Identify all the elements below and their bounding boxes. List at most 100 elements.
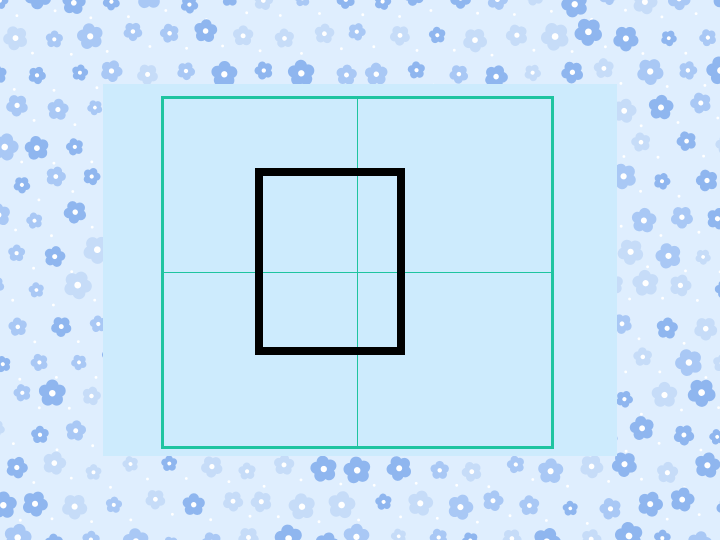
dot-decoration: [452, 48, 456, 52]
dot-decoration: [619, 224, 623, 228]
dot-decoration: [414, 481, 418, 485]
flower-decoration: [382, 450, 417, 486]
flower-decoration: [59, 266, 97, 303]
dot-decoration: [429, 9, 433, 12]
flower-decoration: [345, 20, 369, 43]
flower-decoration: [63, 134, 87, 159]
dot-decoration: [31, 51, 34, 55]
dot-decoration: [658, 370, 662, 374]
flower-decoration: [504, 452, 528, 477]
dot-decoration: [146, 477, 149, 481]
flower-decoration: [517, 492, 543, 519]
dot-decoration: [682, 341, 686, 345]
flower-decoration: [157, 20, 183, 46]
dot-decoration: [435, 516, 439, 520]
flower-decoration: [667, 201, 698, 232]
dot-decoration: [684, 51, 688, 55]
flower-decoration: [40, 448, 69, 477]
dot-decoration: [90, 225, 94, 229]
dot-decoration: [37, 406, 41, 410]
dot-decoration: [656, 155, 660, 159]
flower-decoration: [628, 129, 655, 155]
dot-decoration: [646, 265, 649, 269]
dot-decoration: [677, 194, 681, 198]
flower-decoration: [0, 353, 15, 375]
dot-decoration: [276, 515, 280, 519]
dot-decoration: [361, 13, 365, 17]
flower-decoration: [210, 60, 238, 87]
flower-decoration: [21, 131, 54, 164]
flower-decoration: [78, 230, 117, 269]
dot-decoration: [637, 337, 641, 341]
dot-decoration: [318, 12, 321, 15]
flower-decoration: [219, 487, 247, 515]
dot-decoration: [697, 513, 701, 516]
flower-decoration: [444, 490, 477, 523]
dot-decoration: [716, 116, 720, 120]
dot-decoration: [339, 482, 343, 486]
flower-decoration: [10, 173, 34, 196]
flower-decoration: [676, 58, 700, 82]
flower-decoration: [307, 451, 342, 487]
flower-decoration: [362, 59, 392, 89]
flower-decoration: [690, 312, 720, 344]
dot-decoration: [50, 517, 54, 521]
dot-decoration: [684, 269, 687, 273]
dot-decoration: [12, 442, 15, 445]
dot-decoration: [11, 298, 15, 302]
dot-decoration: [566, 484, 569, 488]
flower-decoration: [576, 450, 608, 482]
flower-decoration: [502, 19, 533, 50]
dot-decoration: [126, 15, 130, 19]
flower-decoration: [426, 24, 449, 46]
flower-decoration: [177, 0, 202, 16]
flower-decoration: [182, 493, 206, 516]
flower-decoration: [651, 170, 673, 192]
flower-decoration: [271, 520, 308, 540]
dot-decoration: [76, 340, 80, 343]
dot-decoration: [185, 46, 189, 50]
flower-decoration: [707, 426, 720, 448]
flower-decoration: [596, 493, 626, 524]
dot-decoration: [372, 45, 376, 49]
flower-decoration: [372, 0, 393, 12]
dot-decoration: [227, 480, 231, 483]
dot-decoration: [248, 514, 252, 518]
flower-decoration: [80, 384, 103, 407]
flower-decoration: [251, 57, 277, 83]
flower-decoration: [26, 279, 47, 300]
dot-decoration: [545, 519, 548, 522]
flower-decoration: [340, 452, 376, 488]
dot-decoration: [71, 190, 75, 193]
flower-decoration: [326, 489, 358, 520]
flower-decoration: [43, 163, 69, 189]
dot-decoration: [665, 85, 669, 88]
flower-decoration: [193, 18, 219, 43]
flower-decoration: [252, 0, 275, 12]
dot-decoration: [703, 84, 707, 87]
slide-panel: [103, 84, 617, 456]
dot-decoration: [476, 11, 479, 15]
dot-decoration: [639, 189, 642, 193]
flower-decoration: [0, 0, 11, 11]
flower-decoration: [80, 165, 103, 187]
dot-decoration: [641, 52, 645, 55]
dot-decoration: [476, 520, 479, 524]
flower-decoration: [613, 387, 636, 410]
flower-decoration: [557, 0, 594, 22]
dot-decoration: [109, 485, 112, 489]
dot-decoration: [531, 478, 535, 481]
flower-decoration: [655, 316, 679, 340]
flower-decoration: [626, 411, 659, 445]
dot-decoration: [20, 160, 24, 164]
flower-decoration: [10, 380, 35, 405]
flower-decoration: [692, 246, 714, 267]
flower-decoration: [285, 56, 319, 91]
dot-decoration: [32, 119, 36, 122]
flower-decoration: [405, 488, 436, 518]
flower-decoration: [0, 490, 18, 519]
flower-decoration: [232, 25, 254, 46]
flower-decoration: [29, 423, 52, 446]
flower-decoration: [458, 457, 486, 486]
dot-decoration: [661, 296, 664, 300]
